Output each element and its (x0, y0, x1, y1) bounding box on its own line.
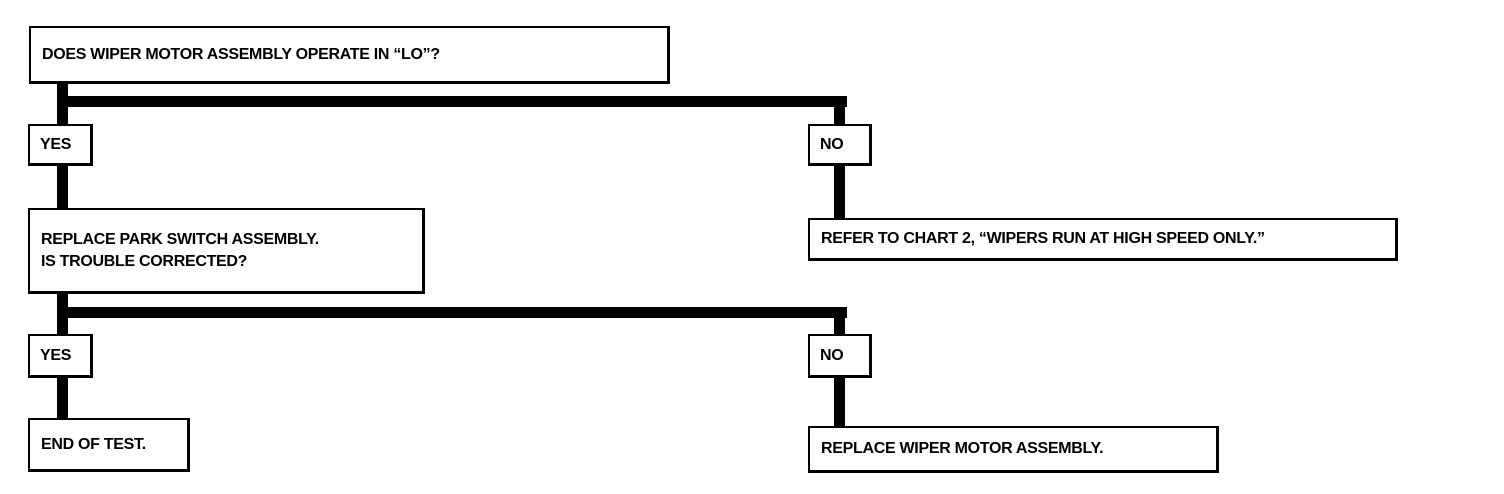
step-text-end-of-test: END OF TEST. (41, 435, 146, 453)
question-box-1: DOES WIPER MOTOR ASSEMBLY OPERATE IN “LO… (29, 26, 670, 84)
no-label-2: NO (808, 334, 872, 378)
yes-text-2: YES (40, 346, 72, 364)
connector-yes-2-down (57, 376, 68, 420)
step-box-replace-park-switch: REPLACE PARK SWITCH ASSEMBLY. IS TROUBLE… (28, 208, 425, 294)
no-text-1: NO (820, 135, 844, 153)
connector-branch-1-no-down (834, 96, 845, 126)
no-label-1: NO (808, 124, 872, 166)
connector-no-1-down (834, 164, 845, 220)
connector-yes-1-down (57, 164, 68, 210)
step-box-replace-motor: REPLACE WIPER MOTOR ASSEMBLY. (808, 426, 1219, 473)
connector-branch-2-no-down (834, 307, 845, 336)
yes-label-1: YES (28, 124, 93, 166)
step-text-replace-park-switch-line2: IS TROUBLE CORRECTED? (41, 252, 248, 270)
step-text-replace-motor: REPLACE WIPER MOTOR ASSEMBLY. (821, 440, 1104, 457)
connector-no-2-down (834, 376, 845, 428)
step-text-refer-chart: REFER TO CHART 2, “WIPERS RUN AT HIGH SP… (821, 230, 1265, 247)
no-text-2: NO (820, 346, 844, 364)
yes-label-2: YES (28, 334, 93, 378)
connector-branch-2-horizontal (57, 307, 847, 318)
question-text-1: DOES WIPER MOTOR ASSEMBLY OPERATE IN “LO… (42, 45, 440, 63)
yes-text-1: YES (40, 135, 72, 153)
connector-branch-1-horizontal (57, 96, 847, 107)
step-text-replace-park-switch-line1: REPLACE PARK SWITCH ASSEMBLY. (41, 230, 319, 248)
step-box-refer-chart: REFER TO CHART 2, “WIPERS RUN AT HIGH SP… (808, 218, 1398, 261)
step-box-end-of-test: END OF TEST. (28, 418, 190, 472)
